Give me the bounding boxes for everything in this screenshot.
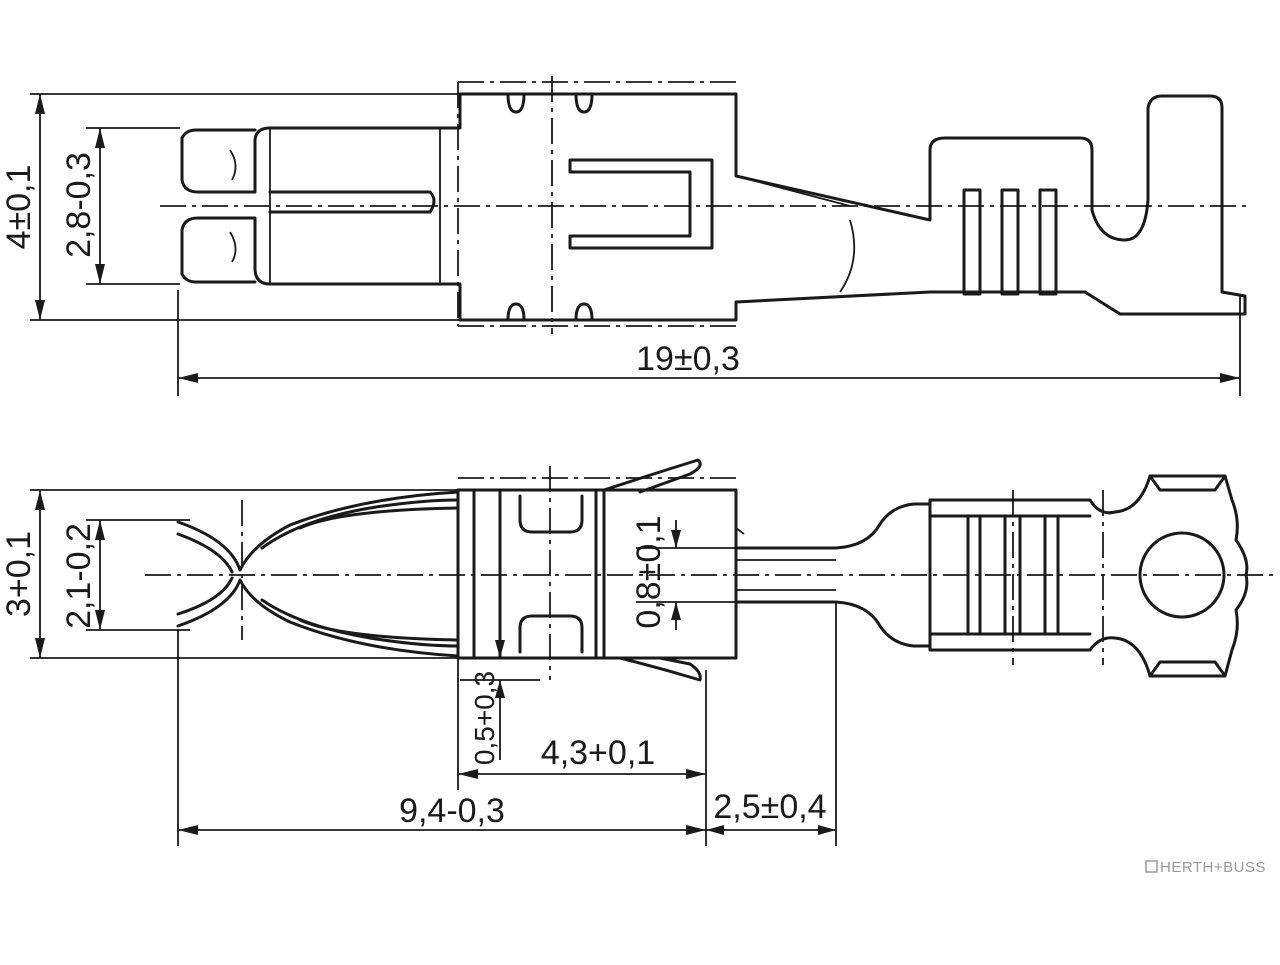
bottom-height-label: 3+0,1 — [0, 531, 38, 617]
top-length-label: 19±0,3 — [636, 340, 740, 378]
bottom-gap-label: 0,8±0,1 — [630, 515, 668, 628]
brand-logo: HERTH+BUSS — [1145, 859, 1266, 876]
bottom-crimp-hole — [1138, 531, 1226, 619]
bottom-length-label: 9,4-0,3 — [399, 792, 505, 830]
bottom-inner-label: 2,1-0,2 — [60, 523, 98, 629]
bottom-tail-label: 2,5±0,4 — [713, 788, 826, 826]
top-height-label: 4±0,1 — [0, 165, 38, 250]
top-view: 4±0,1 2,8-0,3 — [0, 76, 1250, 396]
brand-logo-text: HERTH+BUSS — [1160, 859, 1266, 876]
top-contact-outline — [180, 92, 1247, 322]
bottom-crimp — [928, 474, 1249, 678]
bottom-view: 3+0,1 2,1-0,2 — [0, 458, 1278, 846]
bottom-spring-lower — [176, 578, 460, 658]
top-inner-label: 2,8-0,3 — [60, 152, 98, 258]
bottom-offset-label: 0,5+0,3 — [469, 671, 500, 765]
bottom-box-label: 4,3+0,1 — [541, 734, 655, 772]
bottom-spring-upper — [176, 490, 460, 572]
top-lance-window — [568, 158, 714, 250]
